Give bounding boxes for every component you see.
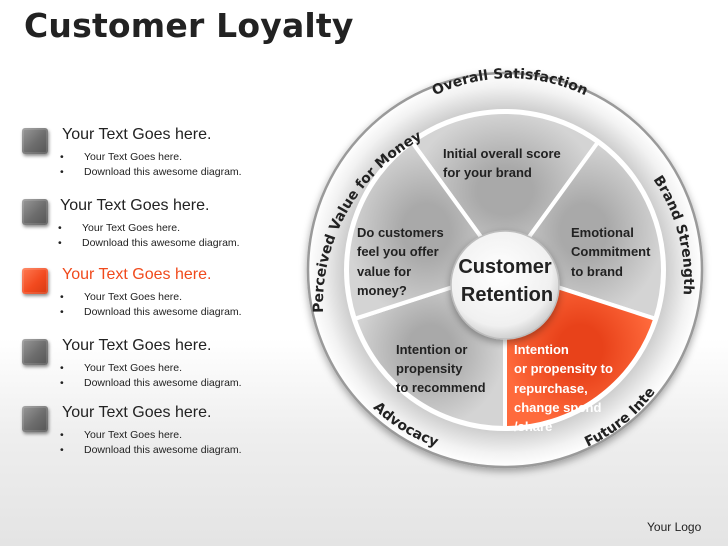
- pie-segment: [409, 110, 601, 274]
- segment-text: /share: [514, 419, 552, 434]
- bullet-icon: •: [60, 305, 64, 318]
- item-heading: Your Text Goes here.: [62, 126, 212, 143]
- segment-text: propensity: [396, 361, 463, 376]
- item-heading: Your Text Goes here.: [62, 404, 212, 421]
- segment-text: feel you offer: [357, 244, 439, 259]
- bullet-text: Download this awesome diagram.: [84, 305, 242, 318]
- bullet-icon: •: [60, 362, 64, 374]
- segment-text: money?: [357, 283, 407, 298]
- item-heading: Your Text Goes here.: [60, 197, 210, 214]
- segment-text: Initial overall score: [443, 146, 561, 161]
- center-label-line1: Customer: [458, 256, 552, 278]
- bullet-icon: •: [60, 151, 64, 163]
- bullet-icon: •: [58, 222, 62, 234]
- item-heading: Your Text Goes here.: [62, 337, 212, 354]
- segment-text: repurchase,: [514, 381, 588, 396]
- bullet-icon: •: [60, 291, 64, 303]
- center-label-line2: Retention: [461, 284, 553, 306]
- segment-text: change spend: [514, 400, 601, 415]
- bullet-text: Your Text Goes here.: [84, 429, 183, 441]
- bullet-text: Download this awesome diagram.: [82, 236, 240, 249]
- bullet-icon: •: [60, 429, 64, 441]
- segment-text: for your brand: [443, 165, 532, 180]
- page-title: Customer Loyalty: [24, 6, 354, 45]
- bullet-text: Download this awesome diagram.: [84, 376, 242, 389]
- bullet-text: Your Text Goes here.: [82, 222, 181, 234]
- bullet-icon: •: [60, 443, 64, 456]
- bullet-text: Download this awesome diagram.: [84, 443, 242, 456]
- segment-text: to recommend: [396, 380, 486, 395]
- bullet-icon: •: [60, 376, 64, 389]
- segment-text: or propensity to: [514, 361, 613, 376]
- square-icon: [22, 199, 48, 225]
- segment-text: to brand: [571, 264, 623, 279]
- bullet-icon: •: [58, 236, 62, 249]
- bullet-text: Your Text Goes here.: [84, 362, 183, 374]
- segment-text: Commitment: [571, 244, 651, 259]
- segment-text: Do customers: [357, 225, 444, 240]
- segment-text: value for: [357, 264, 411, 279]
- segment-text: Intention: [514, 342, 569, 357]
- square-icon: [22, 128, 48, 154]
- logo: Your Logo: [647, 520, 702, 534]
- bullet-text: Your Text Goes here.: [84, 151, 183, 163]
- square-icon: [22, 406, 48, 432]
- segment-text: Emotional: [571, 225, 634, 240]
- square-icon: [22, 339, 48, 365]
- bullet-text: Your Text Goes here.: [84, 291, 183, 303]
- square-icon: [22, 268, 48, 294]
- bullet-text: Download this awesome diagram.: [84, 165, 242, 178]
- bullet-icon: •: [60, 165, 64, 178]
- item-heading: Your Text Goes here.: [62, 266, 212, 283]
- segment-text: Intention or: [396, 342, 468, 357]
- center-circle: [450, 230, 560, 340]
